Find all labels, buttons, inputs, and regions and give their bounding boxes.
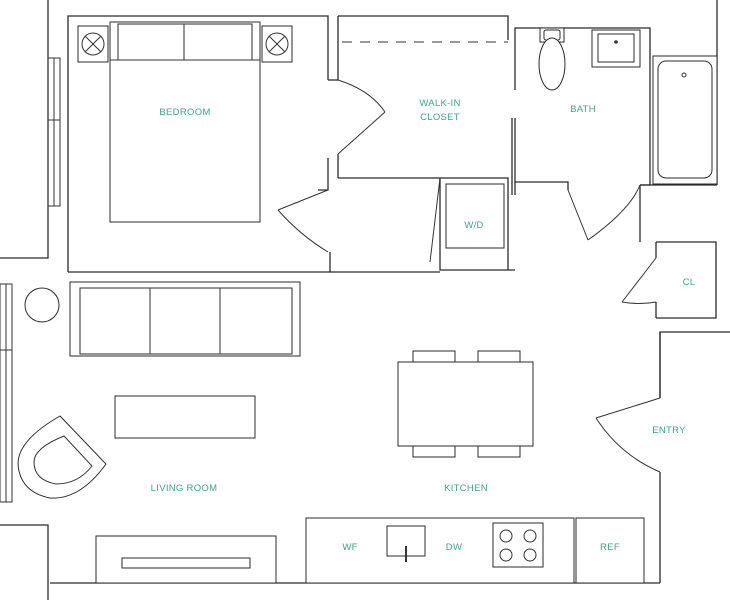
dining-table [397,350,534,458]
washer-dryer-label: W/D [464,220,483,231]
walk-in-closet-label-1: WALK-IN [419,98,460,109]
living-room-label: LIVING ROOM [151,483,218,494]
nightstand-right [261,25,293,63]
kitchen-label: KITCHEN [444,483,488,494]
coffee-table [114,395,256,439]
cooktop [492,522,544,568]
sofa [69,281,301,357]
armchair [17,415,107,499]
kitchen-sink [386,525,426,562]
washer-dryer-closet [429,177,515,271]
bed [109,21,261,223]
closet-label: CL [683,277,696,288]
bedroom-window [47,57,61,207]
walk-in-closet-walls [338,15,516,270]
nightstand-left [77,25,109,63]
walk-in-closet-label-2: CLOSET [420,112,460,123]
refrigerator-label: REF [600,542,620,553]
bath-label: BATH [570,104,596,115]
bath-sink [591,29,641,68]
water-filter-label: WF [342,542,357,553]
doors [277,79,661,473]
bathtub [652,55,718,185]
side-table [24,287,60,323]
toilet [538,27,566,91]
dishwasher-label: DW [446,542,462,553]
tv-console [95,535,277,584]
bedroom-label: BEDROOM [159,107,210,118]
bath-walls [514,27,717,190]
entry-label: ENTRY [652,425,686,436]
hall-walls [330,185,717,398]
refrigerator [575,517,645,584]
living-window [0,283,13,503]
